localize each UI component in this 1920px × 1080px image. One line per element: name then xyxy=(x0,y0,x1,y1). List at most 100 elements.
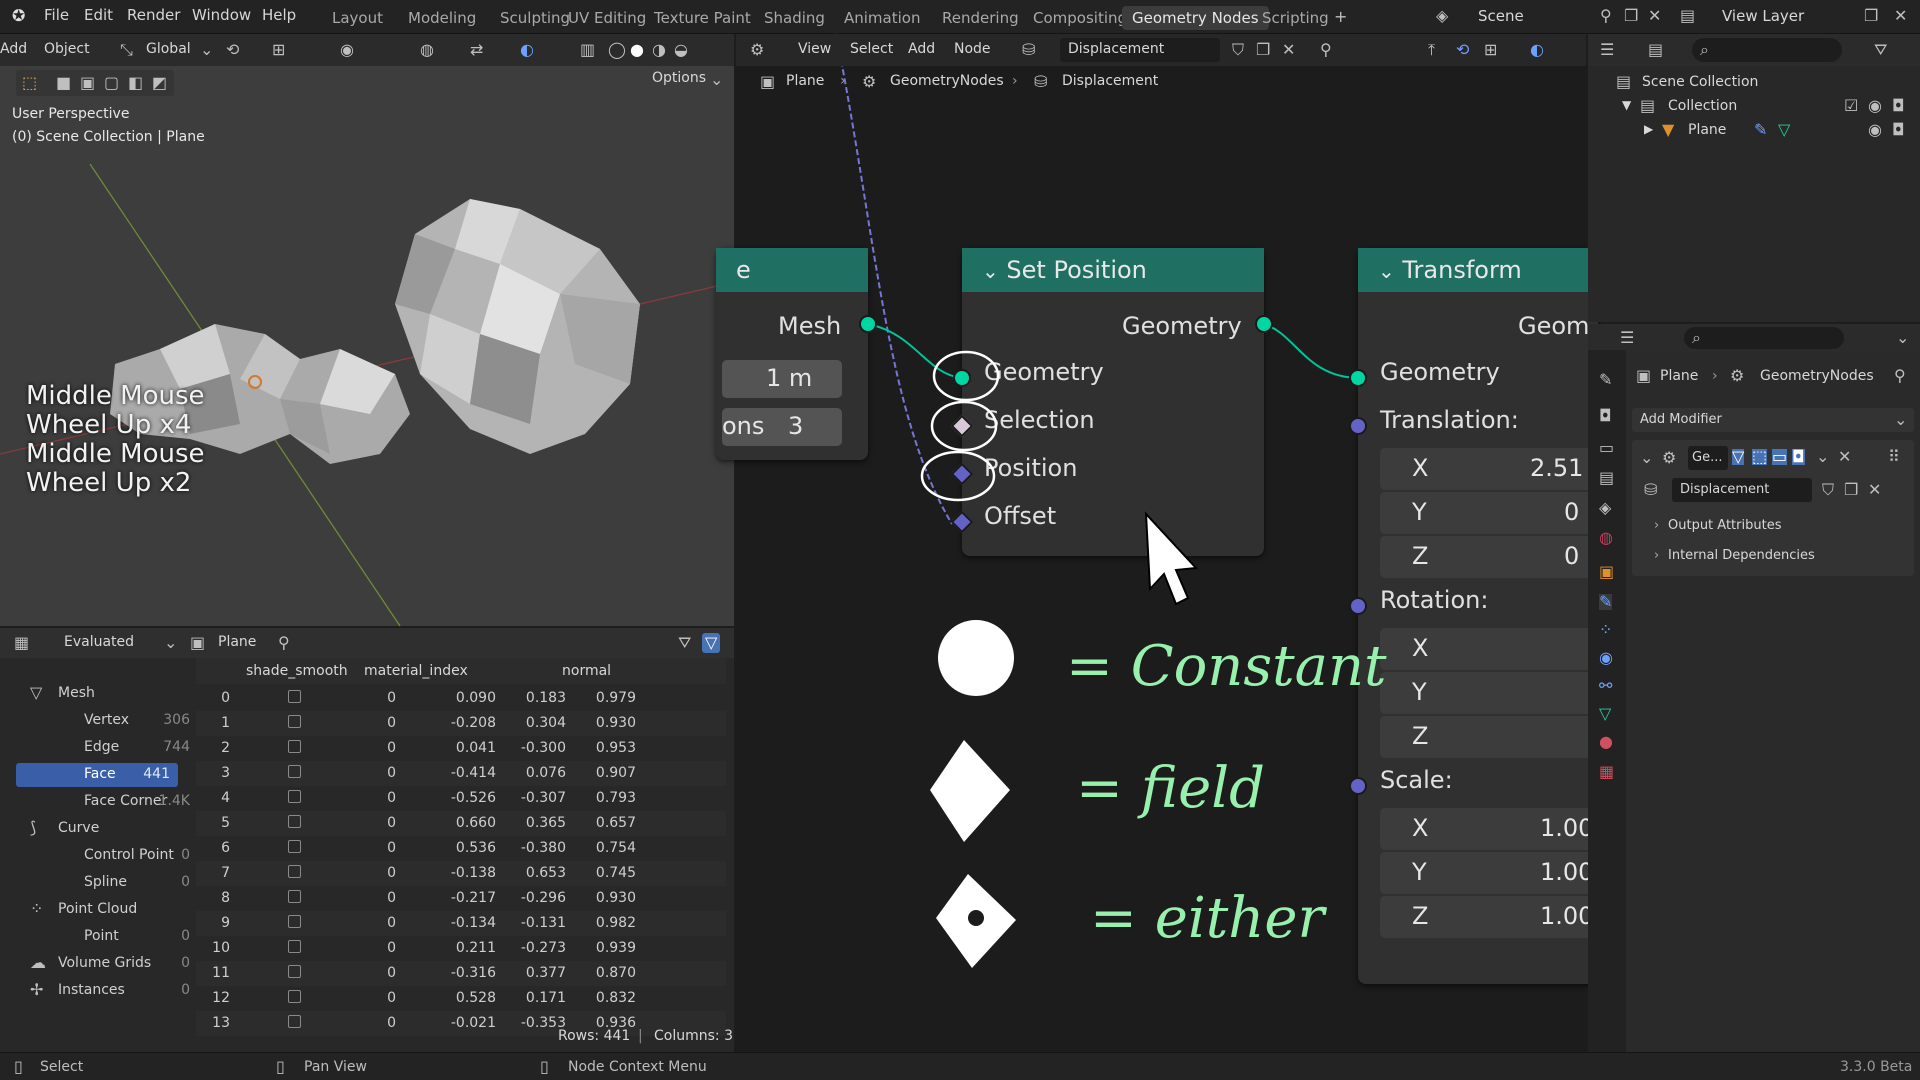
shading-solid-icon[interactable]: ● xyxy=(630,40,644,59)
new-tree-icon[interactable]: ❐ xyxy=(1844,480,1859,499)
shade-smooth-checkbox[interactable] xyxy=(288,765,301,778)
input-socket-rotation[interactable] xyxy=(1349,597,1367,615)
shade-smooth-checkbox[interactable] xyxy=(288,840,301,853)
menu-file[interactable]: File xyxy=(44,6,70,24)
node-set-position[interactable]: ⌄ Set Position Geometry Geometry Selecti… xyxy=(962,248,1264,556)
input-socket-geometry[interactable] xyxy=(1349,369,1367,387)
shade-smooth-checkbox[interactable] xyxy=(288,715,301,728)
collapse-icon[interactable]: ⌄ xyxy=(982,259,999,283)
menu-edit[interactable]: Edit xyxy=(84,6,114,24)
menu-help[interactable]: Help xyxy=(262,6,297,24)
scene-name[interactable]: Scene xyxy=(1478,7,1524,25)
input-socket-geometry[interactable] xyxy=(953,369,971,387)
select-intersect-icon[interactable]: ◩ xyxy=(152,73,168,92)
gizmo-icon[interactable]: ⇄ xyxy=(470,40,484,59)
tab-animation[interactable]: Animation xyxy=(844,9,921,27)
shade-smooth-checkbox[interactable] xyxy=(288,815,301,828)
cage-toggle-icon[interactable]: ⬚ xyxy=(1752,447,1768,466)
checkbox-icon[interactable]: ☑ xyxy=(1844,96,1859,115)
xray-icon[interactable]: ▥ xyxy=(580,40,596,59)
breadcrumb-object[interactable]: Plane xyxy=(786,73,825,89)
fake-user-icon[interactable]: ⛉ xyxy=(1232,40,1245,59)
scene-tab-icon[interactable]: ◈ xyxy=(1599,498,1612,517)
tab-geometry-nodes[interactable]: Geometry Nodes xyxy=(1122,6,1269,30)
data-tab-icon[interactable]: ▽ xyxy=(1599,704,1612,723)
tab-layout[interactable]: Layout xyxy=(332,9,383,27)
collection-label[interactable]: Collection xyxy=(1668,98,1738,114)
tree-item-point-cloud[interactable]: ⁘Point Cloud xyxy=(30,899,138,918)
menu-select[interactable]: Select xyxy=(850,41,894,57)
node-transform[interactable]: ⌄ Transform Geom Geometry Translation: X… xyxy=(1358,248,1610,984)
blender-logo-icon[interactable]: ✪ xyxy=(12,6,26,25)
outliner-search-input[interactable]: ⌕ xyxy=(1692,38,1842,62)
3d-viewport[interactable]: Middle Mouse Wheel Up x4 Middle Mouse Wh… xyxy=(0,34,735,627)
menu-add[interactable]: Add xyxy=(908,41,936,57)
viewport-add-menu[interactable]: Add xyxy=(0,41,28,57)
output-socket-mesh[interactable] xyxy=(859,315,877,333)
add-workspace-icon[interactable]: + xyxy=(1334,7,1348,26)
display-mode-icon[interactable]: ▤ xyxy=(1648,40,1664,59)
view-layer-tab-icon[interactable]: ▤ xyxy=(1599,468,1615,487)
menu-node[interactable]: Node xyxy=(954,41,991,57)
filter-icon[interactable]: ▽ xyxy=(702,633,721,653)
close-icon[interactable]: ✕ xyxy=(1648,6,1662,25)
shading-rendered-icon[interactable]: ◒ xyxy=(674,40,688,59)
spreadsheet-mode[interactable]: Evaluated xyxy=(64,634,135,650)
world-tab-icon[interactable]: ◍ xyxy=(1599,528,1613,547)
shade-smooth-checkbox[interactable] xyxy=(288,865,301,878)
fake-user-icon[interactable]: ⛉ xyxy=(1822,480,1835,499)
chevron-down-icon[interactable]: ⌄ xyxy=(710,70,724,89)
output-tab-icon[interactable]: ▭ xyxy=(1599,438,1615,457)
physics-tab-icon[interactable]: ◉ xyxy=(1599,648,1613,667)
shading-wireframe-icon[interactable]: ◯ xyxy=(608,40,626,59)
render-tab-icon[interactable]: ◘ xyxy=(1599,406,1612,425)
tool-tab-icon[interactable]: ✎ xyxy=(1599,370,1613,389)
plane-label[interactable]: Plane xyxy=(1688,122,1727,138)
modifier-name-field[interactable]: Ge... xyxy=(1688,446,1728,470)
select-subtract-icon[interactable]: ▢ xyxy=(104,73,120,92)
options-menu[interactable]: Options xyxy=(652,70,707,86)
new-view-layer-icon[interactable]: ❐ xyxy=(1864,6,1879,25)
editmode-toggle-icon[interactable]: ▽ xyxy=(1732,447,1745,466)
node-tree-icon[interactable]: ⛁ xyxy=(1644,480,1658,499)
pin-icon[interactable]: ⚲ xyxy=(1600,6,1612,25)
menu-render[interactable]: Render xyxy=(127,6,181,24)
chevron-down-icon[interactable]: ⌄ xyxy=(164,633,178,652)
tree-item-curve[interactable]: ⟆Curve xyxy=(30,818,100,837)
material-tab-icon[interactable]: ● xyxy=(1599,732,1613,751)
input-socket-scale[interactable] xyxy=(1349,777,1367,795)
chevron-down-icon[interactable]: ⌄ xyxy=(200,40,214,59)
new-tree-icon[interactable]: ❐ xyxy=(1256,40,1271,59)
shade-smooth-checkbox[interactable] xyxy=(288,740,301,753)
shading-material-icon[interactable]: ◑ xyxy=(652,40,666,59)
select-invert-icon[interactable]: ◧ xyxy=(128,73,144,92)
input-socket-translation[interactable] xyxy=(1349,417,1367,435)
close-icon[interactable]: ✕ xyxy=(1868,480,1882,499)
menu-view[interactable]: View xyxy=(798,41,832,57)
object-tab-icon[interactable]: ▣ xyxy=(1599,562,1615,581)
select-new-icon[interactable]: ■ xyxy=(56,73,72,92)
snap-icon[interactable]: ⟲ xyxy=(1456,40,1470,59)
shade-smooth-checkbox[interactable] xyxy=(288,940,301,953)
shade-smooth-checkbox[interactable] xyxy=(288,890,301,903)
new-scene-icon[interactable]: ❐ xyxy=(1624,6,1639,25)
tab-scripting[interactable]: Scripting xyxy=(1262,9,1329,27)
chevron-down-icon[interactable]: ⌄ xyxy=(1896,328,1910,347)
editor-type-icon[interactable]: ☰ xyxy=(1620,328,1635,347)
editor-type-icon[interactable]: ☰ xyxy=(1600,40,1615,59)
pin-icon[interactable]: ⚲ xyxy=(278,633,290,652)
tree-item-mesh[interactable]: ▽Mesh xyxy=(30,683,95,702)
proportional-edit-icon[interactable]: ◉ xyxy=(340,40,354,59)
